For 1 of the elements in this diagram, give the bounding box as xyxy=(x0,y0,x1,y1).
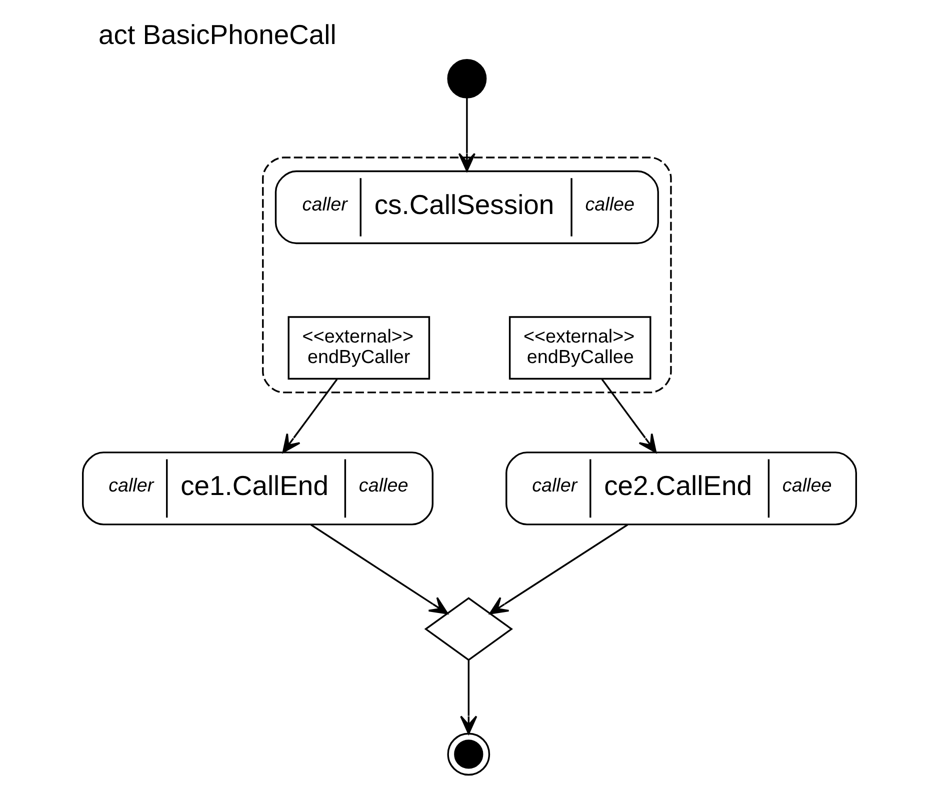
diagram-title: act BasicPhoneCall xyxy=(98,19,336,50)
